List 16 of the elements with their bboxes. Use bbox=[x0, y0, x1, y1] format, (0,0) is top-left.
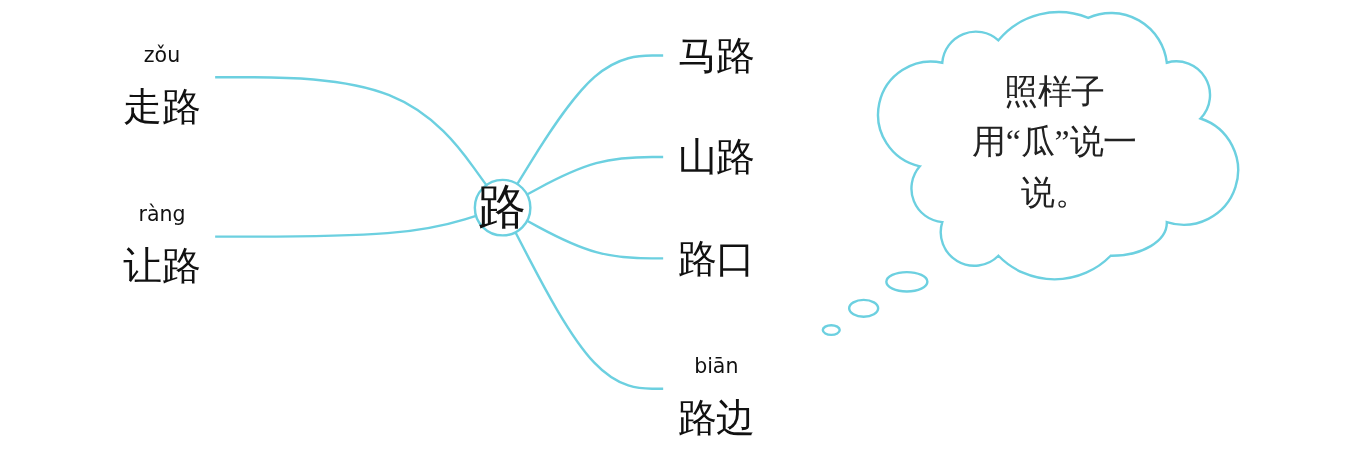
node-text: 马路 bbox=[677, 33, 755, 78]
connector bbox=[514, 231, 664, 390]
node-label: zǒu bbox=[143, 42, 181, 67]
node-text: 让路 bbox=[123, 243, 201, 288]
connector bbox=[215, 214, 477, 238]
node-text: 路口 bbox=[677, 236, 755, 281]
connector bbox=[526, 155, 664, 196]
node-text: 山路 bbox=[677, 135, 755, 179]
node-text: 走路 bbox=[123, 84, 201, 128]
node-circle: 路 bbox=[473, 178, 532, 237]
node-label: biān bbox=[694, 353, 739, 378]
connector bbox=[516, 54, 664, 185]
node-text: 路边 bbox=[677, 395, 755, 440]
connector bbox=[215, 76, 488, 186]
node-label: ràng bbox=[138, 201, 186, 226]
connector bbox=[526, 219, 664, 260]
